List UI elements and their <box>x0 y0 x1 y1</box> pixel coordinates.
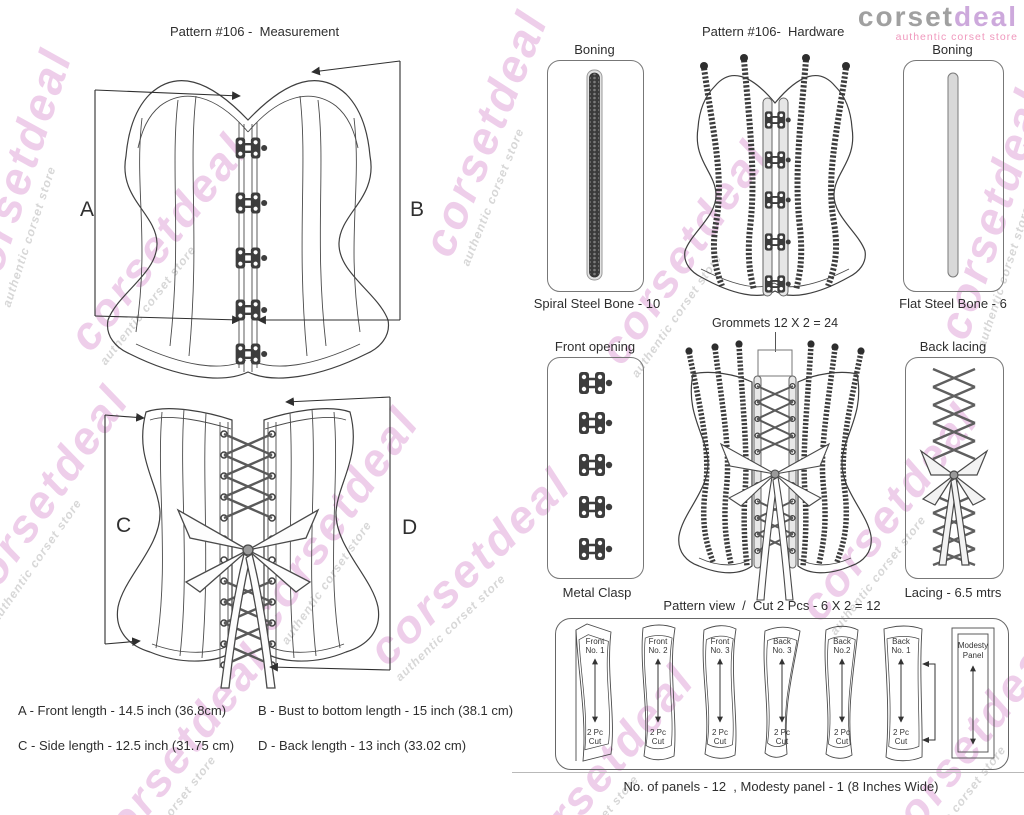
svg-text:Front: Front <box>586 637 605 646</box>
svg-text:No. 1: No. 1 <box>891 646 911 655</box>
label-b: B <box>410 198 424 221</box>
measurement-title: Pattern #106 - Measurement <box>170 24 340 39</box>
front-corset-measurement-drawing: A B <box>80 60 424 379</box>
section-divider-line <box>512 772 1024 773</box>
panel-back-1: Back No. 1 2 Pc Cut <box>883 625 936 762</box>
bone-tips <box>700 54 850 70</box>
note-side-length: C - Side length - 12.5 inch (31.75 cm) <box>18 738 235 753</box>
back-lacing-box <box>905 357 1004 579</box>
note-front-length: A - Front length - 14.5 inch (36.8cm) <box>18 703 227 718</box>
laces <box>756 385 794 552</box>
lacing-bow <box>919 449 989 566</box>
note-back-length: D - Back length - 13 inch (33.02 cm) <box>258 738 467 753</box>
svg-text:No. 1: No. 1 <box>585 646 605 655</box>
panel-modesty: Modesty Panel <box>951 627 995 759</box>
svg-text:2 Pc: 2 Pc <box>834 728 850 737</box>
svg-text:Back: Back <box>833 637 852 646</box>
svg-text:No. 3: No. 3 <box>772 646 792 655</box>
measurement-line-c: C <box>104 413 145 647</box>
front-opening-box <box>547 357 644 579</box>
pattern-view-box <box>555 618 1009 770</box>
pattern-panels-drawing: Front No. 1 2 Pc Cut Front No. 2 2 Pc Cu… <box>575 623 995 762</box>
hardware-title: Pattern #106- Hardware <box>702 24 845 39</box>
front-opening-title: Front opening <box>554 339 636 354</box>
measurement-line-a: A <box>80 89 241 325</box>
flat-steel-bone-illustration <box>947 72 959 278</box>
panel-front-2: Front No. 2 2 Pc Cut <box>641 624 676 761</box>
pattern-view-title: Pattern view / Cut 2 Pcs - 6 X 2 = 12 <box>663 598 881 613</box>
panel-back-2: Back No.2 2 Pc Cut <box>824 625 859 759</box>
grommets-leader-line <box>775 332 776 352</box>
panel-back-3: Back No. 3 2 Pc Cut <box>763 626 801 758</box>
panel-front-3: Front No. 3 2 Pc Cut <box>702 625 737 759</box>
grommet-bracket <box>925 663 936 741</box>
svg-text:Cut: Cut <box>589 737 602 746</box>
front-clasps <box>234 136 269 366</box>
logo-tagline: authentic corset store <box>895 31 1018 43</box>
label-a: A <box>80 198 94 221</box>
label-c: C <box>116 514 131 537</box>
svg-text:2 Pc: 2 Pc <box>650 728 666 737</box>
measurement-line-b: B <box>257 60 424 325</box>
boning-flat-title: Boning <box>932 42 973 57</box>
lacing-bow <box>176 508 320 689</box>
hardware-front-corset-drawing <box>684 54 866 297</box>
svg-text:No.2: No.2 <box>834 646 851 655</box>
svg-text:2 Pc: 2 Pc <box>587 728 603 737</box>
svg-text:Panel: Panel <box>963 651 984 660</box>
panel-front-1: Front No. 1 2 Pc Cut <box>575 623 613 762</box>
boning-flat-box <box>903 60 1004 292</box>
boning-flat-caption: Flat Steel Bone - 6 <box>899 296 1007 311</box>
svg-text:Cut: Cut <box>836 737 849 746</box>
spiral-bones <box>701 59 849 291</box>
boning-spiral-title: Boning <box>574 42 615 57</box>
svg-text:2 Pc: 2 Pc <box>774 728 790 737</box>
brand-logo: corsetdeal authentic corset store <box>858 3 1018 43</box>
front-opening-caption: Metal Clasp <box>562 585 632 600</box>
svg-text:Front: Front <box>711 637 730 646</box>
boning-spiral-box <box>547 60 644 292</box>
spiral-bones <box>686 344 864 567</box>
svg-text:No. 3: No. 3 <box>710 646 730 655</box>
svg-text:Back: Back <box>892 637 911 646</box>
panels-count-note: No. of panels - 12 , Modesty panel - 1 (… <box>623 779 939 794</box>
svg-text:Cut: Cut <box>895 737 908 746</box>
logo-text-deal: deal <box>953 1 1018 32</box>
logo-text-corset: corset <box>857 1 954 32</box>
svg-text:Cut: Cut <box>714 737 727 746</box>
svg-text:Back: Back <box>773 637 792 646</box>
back-lacing-laces <box>223 432 273 667</box>
grommets-note: Grommets 12 X 2 = 24 <box>711 316 839 330</box>
label-d: D <box>402 516 417 539</box>
svg-text:2 Pc: 2 Pc <box>712 728 728 737</box>
lacing-bow <box>719 442 831 601</box>
svg-text:Cut: Cut <box>652 737 665 746</box>
svg-text:Front: Front <box>649 637 668 646</box>
svg-text:Modesty: Modesty <box>958 641 988 650</box>
back-corset-measurement-drawing: C D <box>104 396 417 689</box>
svg-text:No. 2: No. 2 <box>648 646 668 655</box>
hardware-back-corset-drawing <box>678 340 872 601</box>
spiral-steel-bone-illustration <box>586 69 603 281</box>
svg-text:2 Pc: 2 Pc <box>893 728 909 737</box>
note-bust-to-bottom-length: B - Bust to bottom length - 15 inch (38.… <box>258 703 514 718</box>
measurement-line-d: D <box>269 396 417 672</box>
boning-spiral-caption: Spiral Steel Bone - 10 <box>533 296 661 311</box>
lacing-illustration <box>919 367 989 567</box>
metal-clasp-illustration <box>577 370 614 562</box>
svg-text:Cut: Cut <box>776 737 789 746</box>
bone-tips <box>685 340 865 355</box>
back-lacing-title: Back lacing <box>919 339 987 354</box>
back-lacing-caption: Lacing - 6.5 mtrs <box>904 585 1002 600</box>
